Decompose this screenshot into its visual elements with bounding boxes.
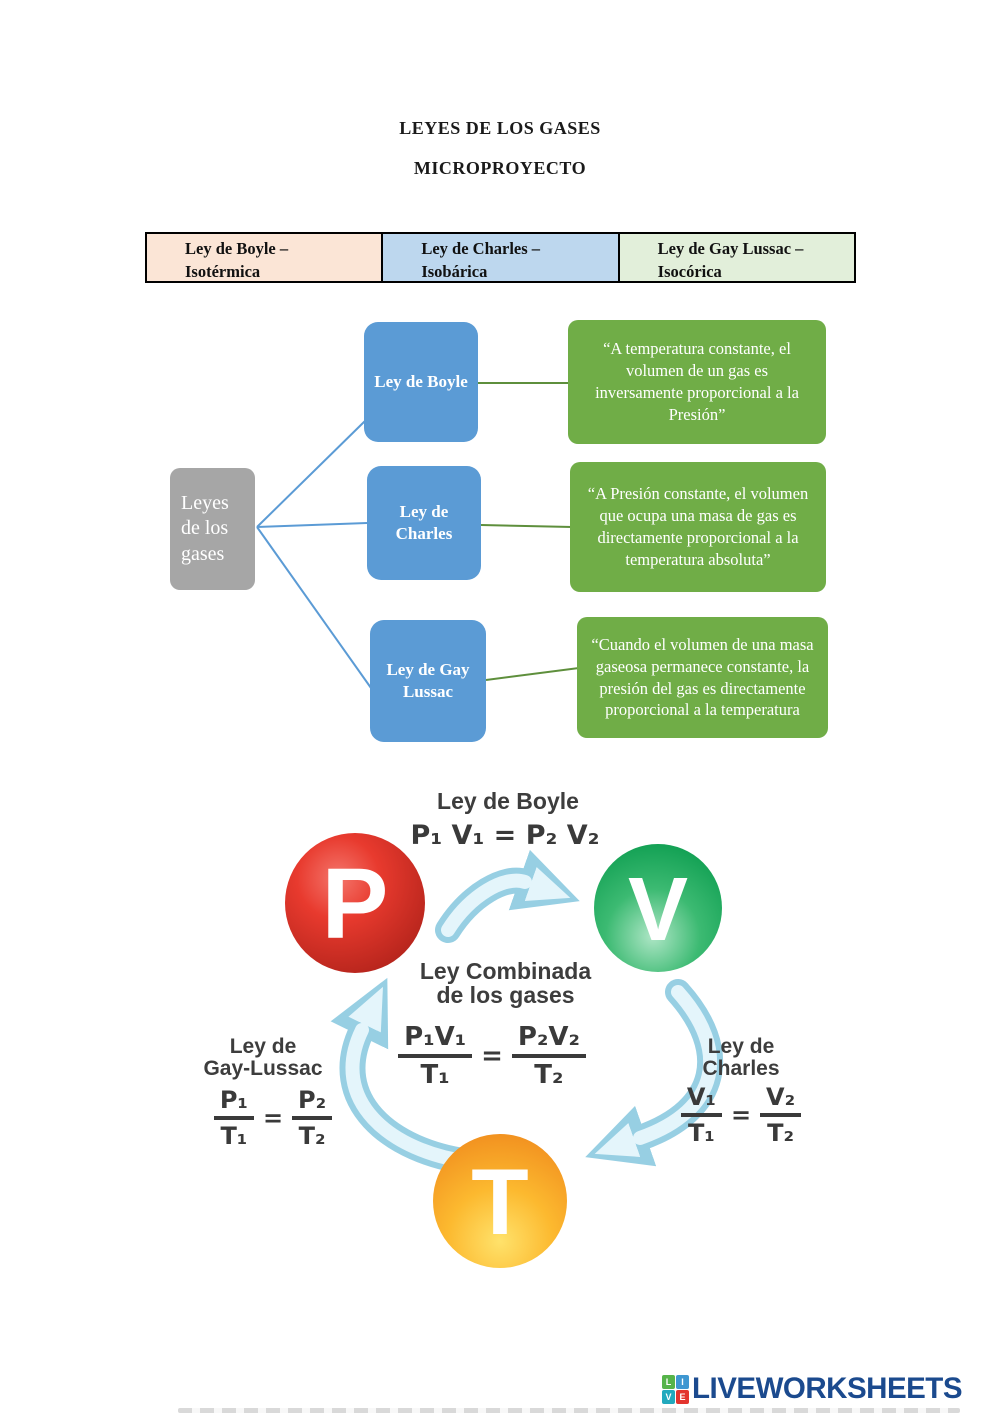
law-box-charles-label: Ley de Charles (395, 501, 453, 543)
law-box-boyle-label: Ley de Boyle (374, 371, 468, 391)
charles-title-line1: Ley de (707, 1035, 775, 1058)
legend-cell-charles-line1: Ley de Charles – (421, 239, 541, 258)
cutoff-text-artifact (178, 1408, 960, 1413)
cycle-gay-title: Ley de Gay-Lussac (173, 1035, 353, 1081)
law-box-charles: Ley de Charles (367, 466, 481, 580)
gay-fraction-2: P₂ T₂ (292, 1086, 333, 1150)
equals-sign: = (730, 1101, 752, 1129)
gay-fraction-1: P₁ T₁ (213, 1086, 254, 1150)
gas-laws-legend-table: Ley de Boyle – Isotérmica Ley de Charles… (145, 232, 856, 283)
pressure-letter: P (322, 848, 389, 960)
logo-square-e: E (676, 1389, 689, 1404)
logo-square-v: V (662, 1389, 675, 1404)
gay-title-line1: Ley de (229, 1035, 297, 1058)
quote-box-gay-lussac: “Cuando el volumen de una masa gaseosa p… (577, 617, 828, 738)
charles-formula: V₁ T₁ = V₂ T₂ (661, 1083, 821, 1147)
law-box-gay-label: Ley de Gay Lussac (386, 659, 470, 701)
volume-sphere (594, 844, 722, 972)
page-subtitle: MICROPROYECTO (413, 158, 587, 178)
combined-title-line1: Ley Combinada (419, 958, 592, 984)
cycle-combined-title: Ley Combinada de los gases (398, 958, 613, 1008)
quote-charles-text: “A Presión constante, el volumen que ocu… (587, 484, 809, 569)
quote-box-boyle: “A temperatura constante, el volumen de … (568, 320, 826, 444)
legend-cell-charles-line2: Isobárica (421, 262, 488, 281)
logo-square-i: I (676, 1374, 689, 1389)
equals-sign: = (262, 1104, 284, 1132)
legend-cell-boyle-line1: Ley de Boyle – (185, 239, 289, 258)
charles-fraction-2: V₂ T₂ (760, 1083, 802, 1147)
cycle-boyle-title: Ley de Boyle (437, 788, 579, 814)
legend-cell-boyle-line2: Isotérmica (185, 262, 261, 281)
combined-fraction-1: P₁V₁ T₁ (398, 1022, 473, 1090)
liveworksheets-logo[interactable]: L I V E LIVEWORKSHEETS (662, 1372, 963, 1406)
liveworksheets-logo-icon: L I V E (662, 1374, 689, 1404)
pressure-sphere (285, 833, 425, 973)
legend-cell-charles: Ley de Charles – Isobárica (381, 234, 618, 281)
equals-sign: = (481, 1041, 503, 1071)
cycle-charles-title: Ley de Charles (651, 1035, 831, 1081)
mindmap-root-label: Leyes de los gases (181, 492, 229, 565)
liveworksheets-wordmark: LIVEWORKSHEETS (692, 1372, 963, 1405)
mindmap-connector-lines (256, 382, 580, 689)
boyle-formula: P₁ V₁ = P₂ V₂ (410, 820, 600, 851)
legend-cell-boyle: Ley de Boyle – Isotérmica (147, 234, 382, 281)
temperature-letter: T (471, 1149, 528, 1254)
combined-fraction-2: P₂V₂ T₂ (511, 1022, 586, 1090)
charles-fraction-1: V₁ T₁ (680, 1083, 722, 1147)
quote-box-charles: “A Presión constante, el volumen que ocu… (570, 462, 826, 592)
footer: L I V E LIVEWORKSHEETS (0, 1372, 1000, 1406)
combined-formula: P₁V₁ T₁ = P₂V₂ T₂ (382, 1022, 602, 1090)
cycle-arrows (330, 849, 724, 1175)
mindmap-root-box: Leyes de los gases (170, 468, 255, 590)
law-box-boyle: Ley de Boyle (364, 322, 478, 442)
charles-title-line2: Charles (702, 1057, 780, 1081)
legend-cell-gay-line1: Ley de Gay Lussac – (657, 239, 804, 258)
logo-square-l: L (662, 1374, 675, 1389)
legend-cell-gay-lussac: Ley de Gay Lussac – Isocórica (617, 234, 854, 281)
volume-letter: V (628, 860, 688, 960)
quote-boyle-text: “A temperatura constante, el volumen de … (595, 339, 799, 424)
quote-gay-text: “Cuando el volumen de una masa gaseosa p… (591, 634, 814, 720)
gay-lussac-formula: P₁ T₁ = P₂ T₂ (193, 1086, 353, 1150)
gay-title-line2: Gay-Lussac (203, 1057, 323, 1081)
page-title: LEYES DE LOS GASES (399, 118, 601, 138)
combined-title-line2: de los gases (436, 981, 575, 1008)
temperature-sphere (433, 1134, 567, 1268)
law-box-gay-lussac: Ley de Gay Lussac (370, 620, 486, 742)
legend-cell-gay-line2: Isocórica (657, 262, 722, 281)
